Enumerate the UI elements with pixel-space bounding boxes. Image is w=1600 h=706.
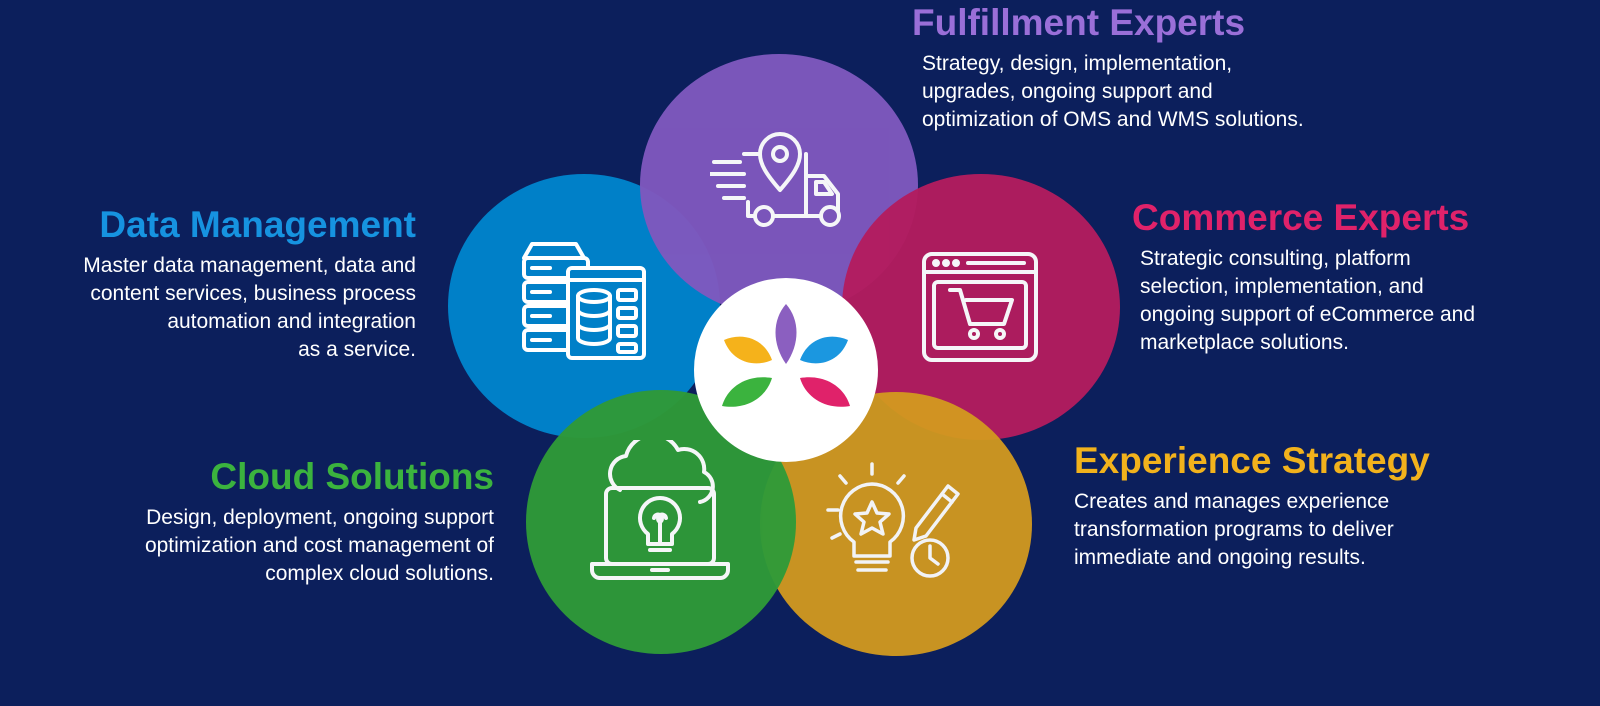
experience-block: Experience Strategy Creates and manages … (1074, 440, 1554, 572)
commerce-description: Strategic consulting, platform selection… (1140, 247, 1476, 354)
database-server-icon (522, 242, 646, 360)
data-management-block: Data Management Master data management, … (20, 204, 416, 364)
experience-description: Creates and manages experience transform… (1074, 490, 1394, 569)
cloud-description: Design, deployment, ongoing support opti… (144, 506, 494, 585)
delivery-truck-icon (710, 132, 841, 227)
idea-lightbulb-icon (826, 462, 960, 578)
commerce-title: Commerce Experts (1132, 197, 1470, 238)
experience-title: Experience Strategy (1074, 440, 1430, 481)
center-logo (694, 278, 878, 462)
data-management-title: Data Management (99, 204, 416, 245)
fulfillment-block: Fulfillment Experts Strategy, design, im… (912, 2, 1432, 134)
fulfillment-description: Strategy, design, implementation, upgrad… (922, 52, 1304, 131)
cloud-title: Cloud Solutions (210, 456, 494, 497)
cloud-block: Cloud Solutions Design, deployment, ongo… (60, 456, 494, 588)
data-management-description: Master data management, data and content… (83, 254, 416, 361)
cloud-laptop-icon (590, 440, 730, 580)
fulfillment-title: Fulfillment Experts (912, 2, 1246, 43)
commerce-block: Commerce Experts Strategic consulting, p… (1132, 197, 1600, 357)
browser-cart-icon (922, 252, 1038, 362)
petal-logo-icon (722, 304, 850, 407)
